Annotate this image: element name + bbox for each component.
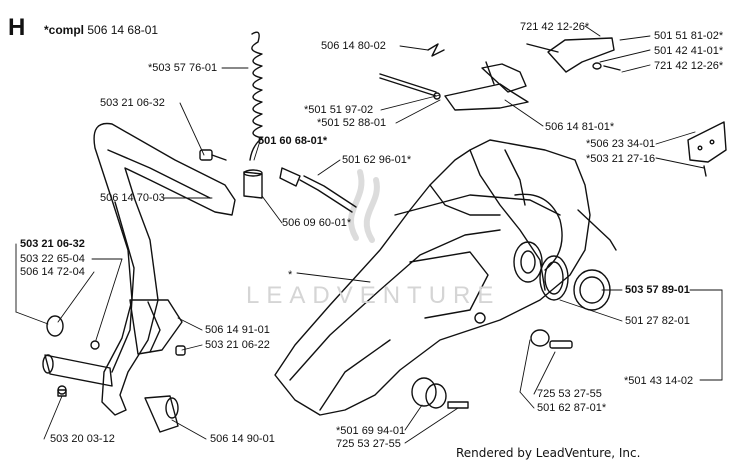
- part-label-l15: 506 14 70-03: [100, 192, 165, 204]
- part-label-l31: 725 53 27-55: [336, 438, 401, 450]
- compl-prefix: *compl: [44, 23, 85, 37]
- part-label-l25: *501 43 14-02: [624, 375, 694, 387]
- damper-part: [243, 169, 263, 199]
- nut-bolt-right: [530, 329, 573, 349]
- part-label-l10: 506 14 81-01*: [545, 121, 615, 133]
- angle-bracket: [687, 121, 727, 177]
- part-label-l13: 501 62 96-01*: [342, 154, 412, 166]
- handle-bracket: [129, 299, 183, 355]
- part-label-l03: 501 51 81-02*: [654, 30, 724, 42]
- part-label-l21: 503 57 89-01: [625, 284, 690, 296]
- part-label-l09: *501 52 88-01: [317, 117, 387, 129]
- part-label-l28: *501 69 94-01: [336, 425, 406, 437]
- part-label-l14: *503 21 27-16: [586, 153, 656, 165]
- leader-lines: [15, 25, 723, 444]
- control-rod: [379, 73, 437, 97]
- part-label-l30: 503 20 03-12: [50, 433, 115, 445]
- fuel-pipe: [279, 167, 357, 213]
- front-handle: [93, 122, 236, 416]
- tank-cap: [573, 209, 617, 311]
- crankcase-body: [274, 139, 591, 416]
- part-label-l07: 503 21 06-32: [100, 97, 165, 109]
- screw-left-top: [199, 149, 227, 161]
- throttle-trigger: [526, 37, 621, 73]
- part-label-l17: 503 21 06-32: [20, 238, 85, 250]
- part-label-l19: 506 14 72-04: [20, 266, 85, 278]
- compl-number: 506 14 68-01: [87, 23, 159, 37]
- part-label-l20: *: [288, 269, 293, 281]
- part-label-l18: 503 22 65-04: [20, 253, 85, 265]
- watermark-flame-icon: [348, 169, 380, 243]
- small-nut: [90, 340, 100, 350]
- part-label-l12: *506 23 34-01: [586, 138, 656, 150]
- handle-sleeve: [144, 395, 179, 433]
- part-label-l27: 501 62 87-01*: [537, 402, 607, 414]
- part-label-l04: 501 42 41-01*: [654, 45, 724, 57]
- part-label-l23: 506 14 91-01: [205, 324, 270, 336]
- part-label-l24: 503 21 06-22: [205, 339, 270, 351]
- part-label-l01: 506 14 80-02: [321, 40, 386, 52]
- cap-ring: [539, 255, 569, 301]
- part-label-l08: *501 51 97-02: [304, 104, 374, 116]
- part-label-l22: 501 27 82-01: [625, 315, 690, 327]
- part-label-l26: 725 53 27-55: [537, 388, 602, 400]
- washer-left: [46, 315, 64, 337]
- part-label-l05: 721 42 12-26*: [654, 60, 724, 72]
- part-label-l06: *503 57 76-01: [148, 62, 218, 74]
- mounting-tube: [42, 354, 113, 397]
- watermark-text: LEADVENTURE: [246, 282, 501, 309]
- part-label-l02: 721 42 12-26*: [520, 21, 590, 33]
- coil-spring: [249, 31, 263, 161]
- coupling-part: [411, 377, 469, 409]
- complete-kit-label: *compl 506 14 68-01: [44, 23, 158, 37]
- section-letter: H: [8, 14, 26, 41]
- screw-bracket: [175, 345, 186, 356]
- throttle-lever-assembly: [433, 61, 529, 111]
- part-label-l11: 501 60 68-01*: [258, 135, 328, 147]
- part-label-l29: 506 14 90-01: [210, 433, 275, 445]
- clip-part: [427, 43, 445, 57]
- part-label-l16: 506 09 60-01*: [282, 217, 352, 229]
- render-credit: Rendered by LeadVenture, Inc.: [456, 446, 641, 460]
